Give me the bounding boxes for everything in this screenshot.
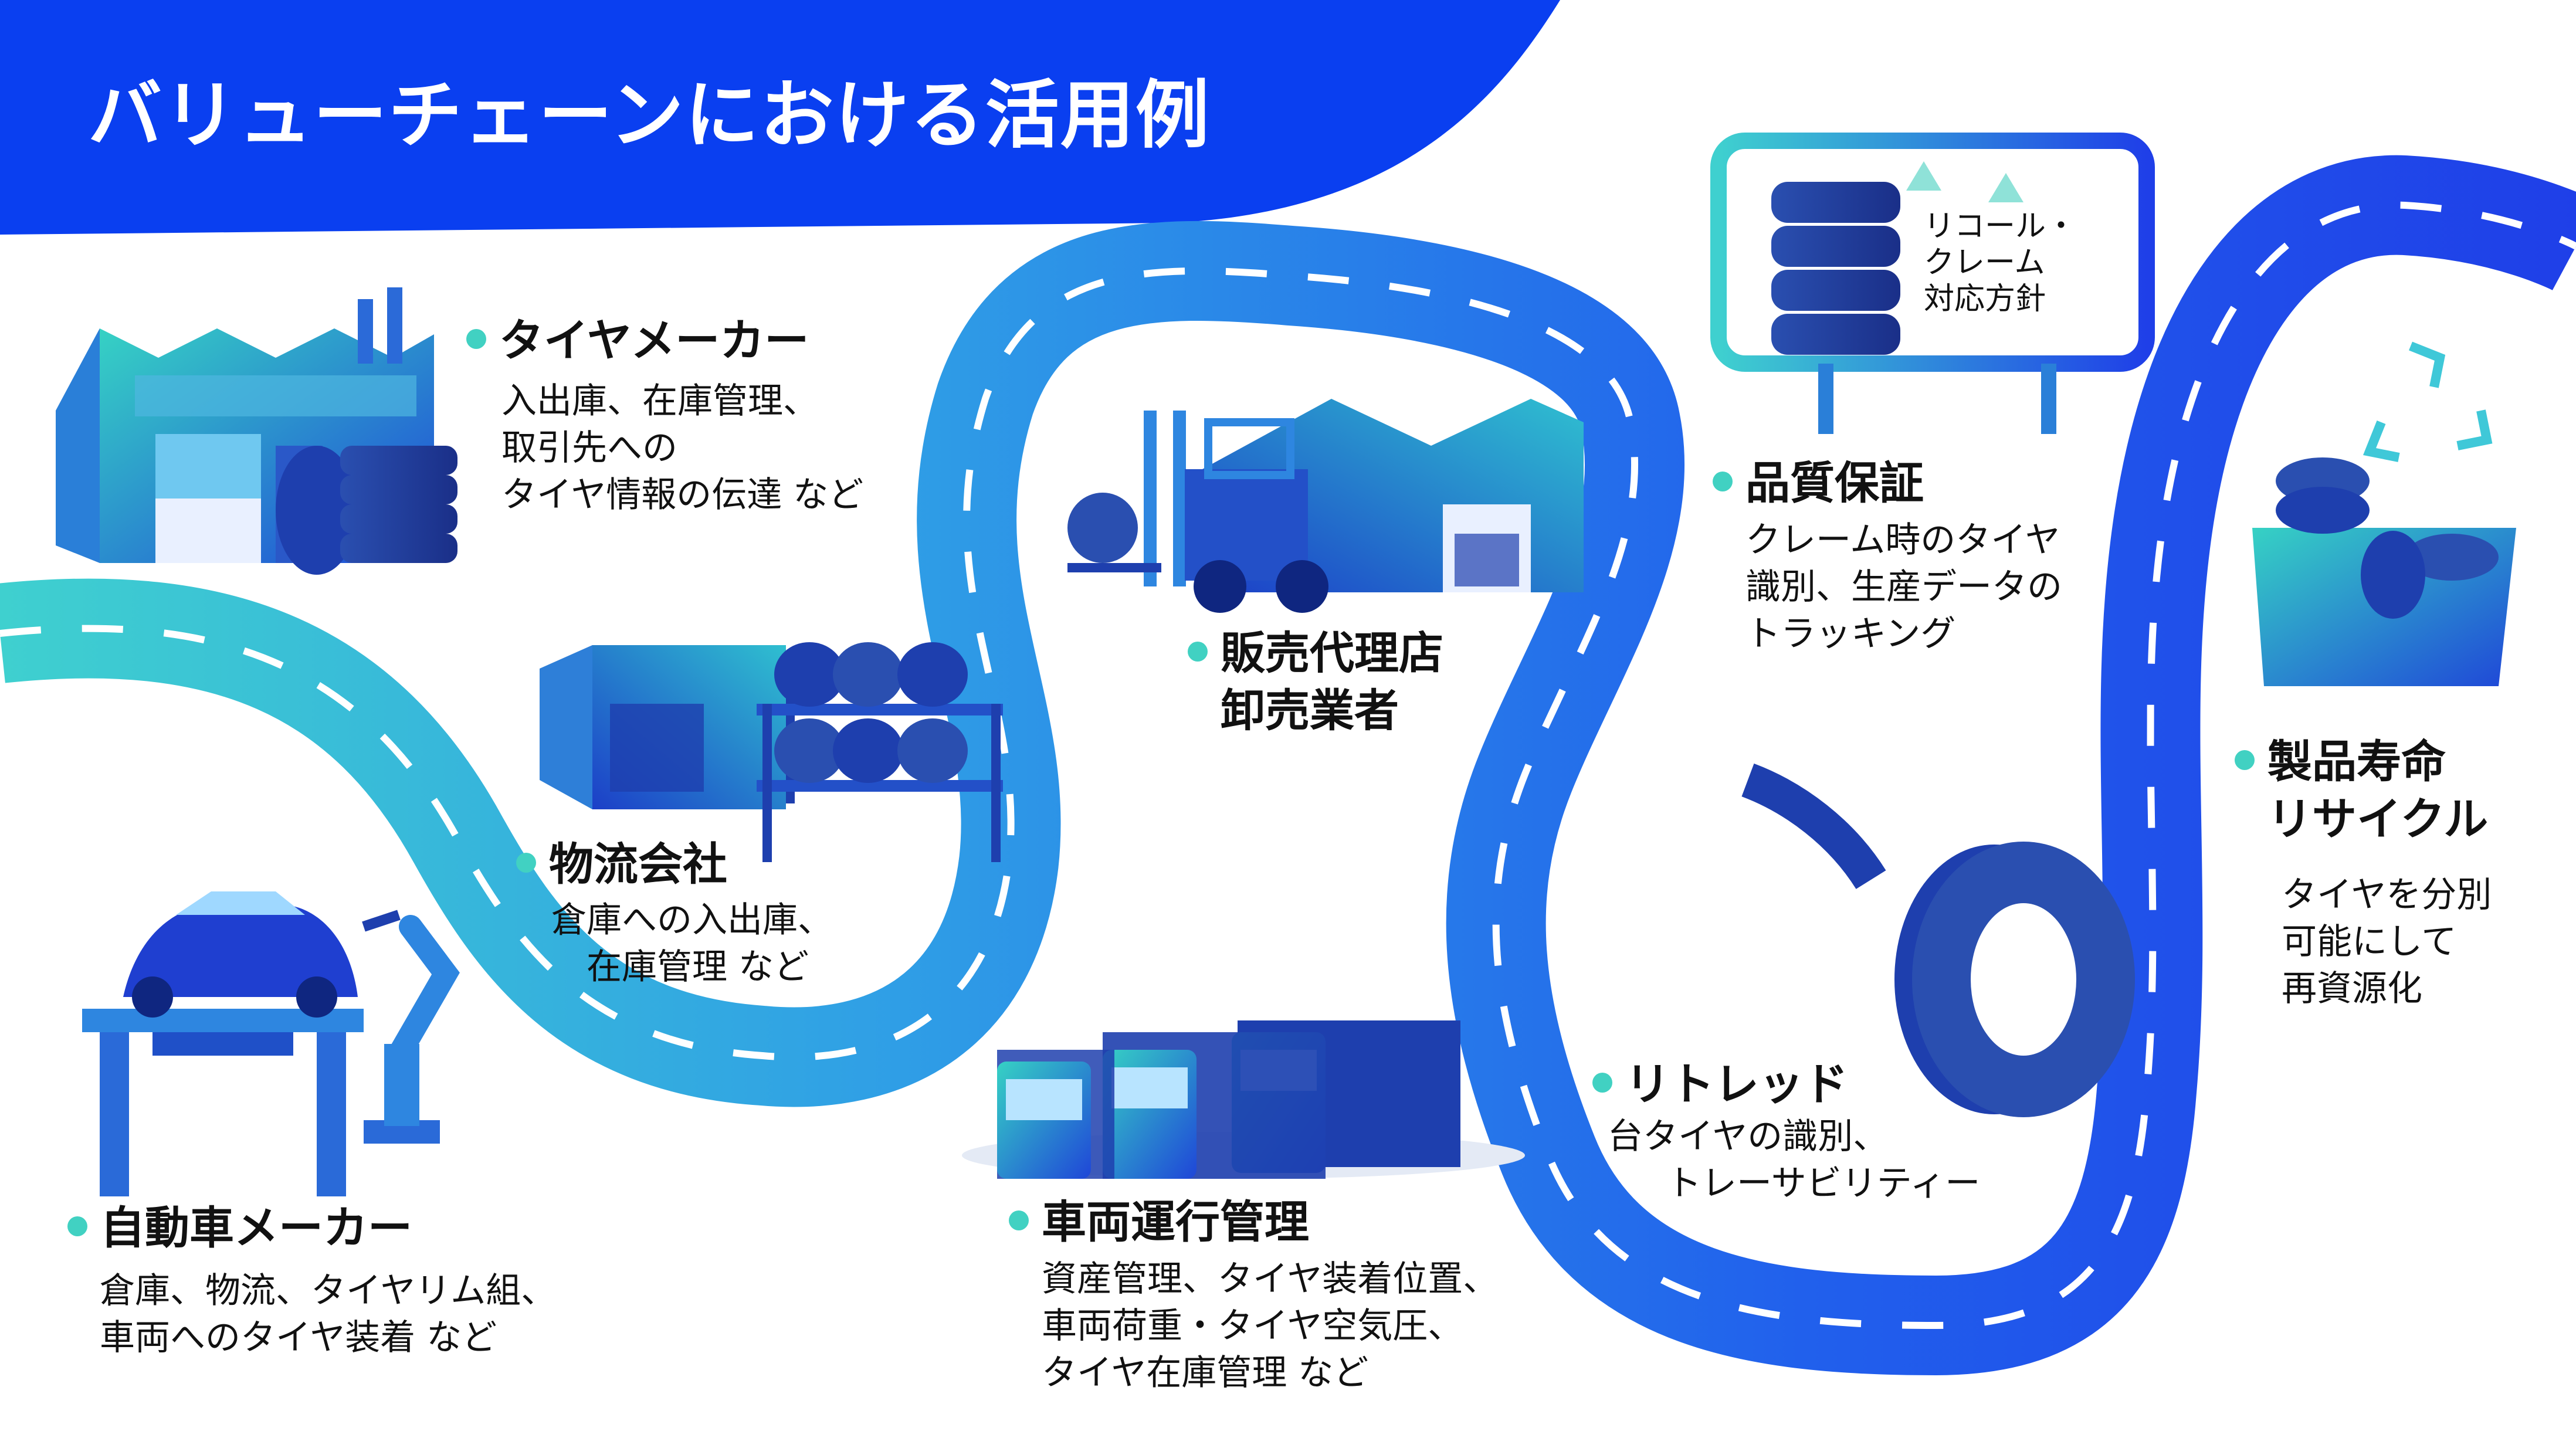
stage-heading: 物流会社: [516, 836, 833, 893]
stage-heading-text: 製品寿命: [2267, 735, 2446, 788]
stage-heading-text: 販売代理店: [1221, 627, 1443, 679]
description-line: トレーサビリティー: [1666, 1163, 1981, 1204]
tire-stack-icon: [276, 446, 457, 575]
stage-heading-text: 物流会社: [549, 838, 727, 890]
description-line: タイヤを分別: [2282, 874, 2492, 915]
stage-description: 倉庫への入出庫、 在庫管理 など: [551, 897, 833, 991]
stage-description: クレーム時のタイヤ 識別、生産データの トラッキング: [1745, 517, 2062, 657]
car-assembly-icon: [82, 891, 460, 1196]
warehouse-forklift-icon: [1067, 399, 1584, 613]
stage-heading-line2: 卸売業者: [1221, 684, 1399, 737]
bullet-dot: [1592, 1073, 1612, 1093]
bullet-dot: [1713, 472, 1733, 491]
description-line: 倉庫、物流、タイヤリム組、: [100, 1270, 557, 1311]
stage-retread: リトレッド 台タイヤの識別、 トレーサビリティー: [1592, 1056, 1980, 1207]
stage-heading-line2: リサイクル: [2267, 793, 2489, 845]
stage-tire-maker: タイヤメーカー 入出庫、在庫管理、 取引先への タイヤ情報の伝達 など: [466, 312, 863, 518]
stage-heading-text: 品質保証: [1745, 457, 1924, 509]
tire-stack-icon: [1771, 182, 1900, 355]
factory-icon: [56, 287, 457, 575]
stage-heading-text: 自動車メーカー: [100, 1202, 412, 1254]
billboard-line: 対応方針: [1924, 282, 2046, 317]
stage-description: 台タイヤの識別、 トレーサビリティー: [1608, 1113, 1980, 1207]
stage-heading: 品質保証: [1713, 455, 2062, 512]
road: [0, 155, 2576, 1376]
description-line: 識別、生産データの: [1745, 567, 2062, 608]
warning-icon: [1906, 161, 2023, 202]
recall-billboard: [1710, 133, 2155, 434]
description-line: タイヤ情報の伝達 など: [501, 474, 864, 516]
description-line: 再資源化: [2282, 968, 2422, 1009]
truck-fleet-icon: [962, 1020, 1525, 1179]
bullet-dot: [1009, 1210, 1029, 1230]
robot-arm-icon: [362, 910, 460, 1144]
description-line: 入出庫、在庫管理、: [501, 381, 818, 422]
stage-heading: 自動車メーカー: [67, 1199, 556, 1257]
stage-heading: タイヤメーカー: [466, 312, 863, 369]
description-line: タイヤ在庫管理 など: [1042, 1352, 1369, 1393]
bullet-dot: [466, 329, 486, 349]
stage-heading: 車両運行管理: [1009, 1193, 1498, 1251]
description-line: クレーム時のタイヤ: [1745, 520, 2060, 561]
description-line: 在庫管理 など: [587, 947, 809, 988]
stage-description: タイヤを分別 可能にして 再資源化: [2282, 871, 2492, 1012]
bullet-dot: [67, 1216, 87, 1236]
description-line: トラッキング: [1745, 613, 1956, 655]
description-line: 取引先への: [501, 428, 677, 469]
tire-rack-icon: [757, 642, 1003, 862]
stage-heading-text: 車両運行管理: [1042, 1196, 1309, 1248]
recycle-arrows-icon: [2363, 341, 2493, 462]
stage-description: 資産管理、タイヤ装着位置、 車両荷重・タイヤ空気圧、 タイヤ在庫管理 など: [1042, 1256, 1498, 1396]
stage-description: 入出庫、在庫管理、 取引先への タイヤ情報の伝達 など: [501, 378, 863, 518]
description-line: 資産管理、タイヤ装着位置、: [1042, 1259, 1499, 1300]
stage-heading: リトレッド: [1592, 1056, 1980, 1113]
stage-dealer: 販売代理店 卸売業者: [1188, 625, 1443, 740]
description-line: 倉庫への入出庫、: [551, 900, 833, 941]
recycle-bin-icon: [2252, 341, 2516, 686]
stage-heading-text: タイヤメーカー: [499, 314, 809, 367]
description-line: 可能にして: [2282, 921, 2457, 962]
billboard-line: リコール・: [1924, 209, 2077, 244]
stage-fleet: 車両運行管理 資産管理、タイヤ装着位置、 車両荷重・タイヤ空気圧、 タイヤ在庫管…: [1009, 1193, 1498, 1396]
description-line: 車両へのタイヤ装着 など: [100, 1317, 497, 1358]
stage-description: 倉庫、物流、タイヤリム組、 車両へのタイヤ装着 など: [100, 1267, 556, 1361]
billboard-text: リコール・ クレーム 対応方針: [1924, 208, 2076, 317]
page-title: バリューチェーンにおける活用例: [88, 72, 1211, 158]
stage-quality: 品質保証 クレーム時のタイヤ 識別、生産データの トラッキング: [1713, 455, 2062, 657]
description-line: 車両荷重・タイヤ空気圧、: [1042, 1305, 1463, 1347]
stage-recycle: 製品寿命 リサイクル タイヤを分別 可能にして 再資源化: [2235, 733, 2492, 1012]
retread-tire-icon: [1741, 763, 2135, 1117]
title-banner: [0, 0, 1560, 235]
stage-auto-maker: 自動車メーカー 倉庫、物流、タイヤリム組、 車両へのタイヤ装着 など: [67, 1199, 556, 1361]
stage-heading: 製品寿命: [2235, 733, 2492, 791]
stage-logistics: 物流会社 倉庫への入出庫、 在庫管理 など: [516, 836, 833, 991]
billboard-line: クレーム: [1924, 245, 2045, 280]
bullet-dot: [2235, 750, 2255, 770]
logistics-truck-icon: [540, 642, 1003, 862]
stage-heading-text: リトレッド: [1625, 1058, 1848, 1110]
stage-heading: 販売代理店: [1188, 625, 1443, 682]
bullet-dot: [516, 853, 536, 873]
bullet-dot: [1188, 642, 1208, 662]
description-line: 台タイヤの識別、: [1608, 1116, 1889, 1157]
